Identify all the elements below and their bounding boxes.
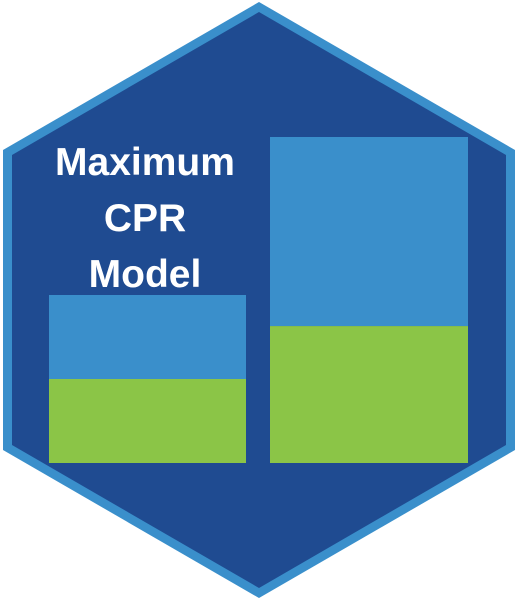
- large-bar-top-segment: [270, 137, 468, 327]
- large-bar-bottom-segment: [270, 326, 468, 463]
- small-bar-bottom-segment: [49, 379, 246, 463]
- logo-title-line-2: CPR: [104, 197, 186, 240]
- logo-title-line-1: Maximum: [55, 141, 235, 184]
- small-bar-top-segment: [49, 295, 246, 379]
- logo-title-line-3: Model: [89, 253, 202, 296]
